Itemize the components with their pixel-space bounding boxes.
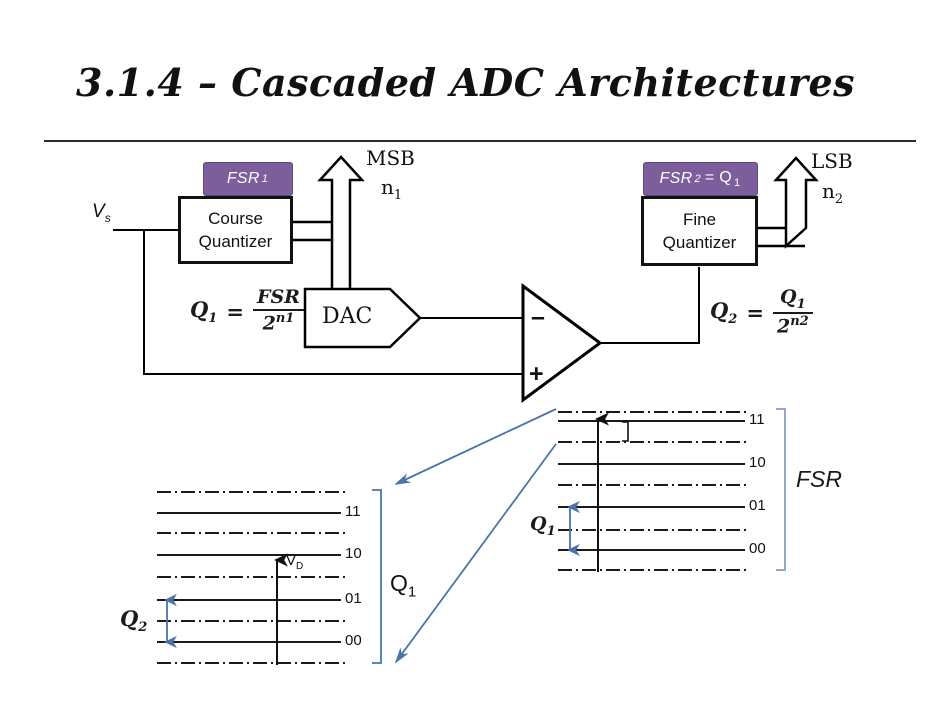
- fine-quantizer-line2: Quantizer: [662, 233, 737, 252]
- msb-label: MSB: [366, 146, 415, 170]
- page-title: 3.1.4 – Cascaded ADC Architectures: [76, 60, 856, 105]
- fraction-bar: [772, 312, 813, 315]
- fine-ladder-signal-label: VD: [286, 552, 304, 572]
- input-signal-label: Vs: [92, 201, 111, 225]
- coarse-quantizer-line2: Quantizer: [198, 232, 273, 251]
- fine-ladder-code-11: 11: [345, 503, 361, 520]
- lsb-label: LSB: [811, 149, 853, 173]
- fraction-bar: [252, 308, 304, 311]
- formula-q1: Q1 = FSR 2n1: [190, 287, 304, 334]
- formula-q2: Q2 = Q1 2n2: [710, 287, 813, 338]
- opamp-minus-input-label: –: [531, 303, 545, 331]
- fine-ladder-step-label: Q2: [120, 606, 148, 636]
- fine-ladder-code-10: 10: [345, 545, 362, 562]
- coarse-ladder-fsr-label: FSR: [796, 466, 842, 492]
- coarse-quantizer-block[interactable]: Course Quantizer: [178, 196, 293, 264]
- fine-ladder-code-01: 01: [345, 590, 362, 607]
- coarse-ladder-code-00: 00: [749, 540, 766, 557]
- coarse-ladder-code-11: 11: [749, 411, 765, 428]
- fine-ladder-bracket-label: Q1: [390, 570, 417, 601]
- coarse-ladder-code-10: 10: [749, 454, 766, 471]
- fine-ladder-code-00: 00: [345, 632, 362, 649]
- title-divider: [44, 140, 916, 142]
- fine-quantizer-block[interactable]: Fine Quantizer: [641, 196, 758, 266]
- fine-quantizer-line1: Fine: [682, 210, 717, 229]
- msb-bit-count-label: n1: [381, 175, 403, 203]
- coarse-ladder-code-01: 01: [749, 497, 766, 514]
- lsb-bit-count-label: n2: [822, 179, 844, 207]
- opamp-plus-input-label: +: [529, 360, 544, 388]
- coarse-quantizer-line1: Course: [208, 209, 263, 228]
- coarse-ladder-step-label: Q1: [530, 513, 556, 539]
- dac-label: DAC: [322, 304, 373, 329]
